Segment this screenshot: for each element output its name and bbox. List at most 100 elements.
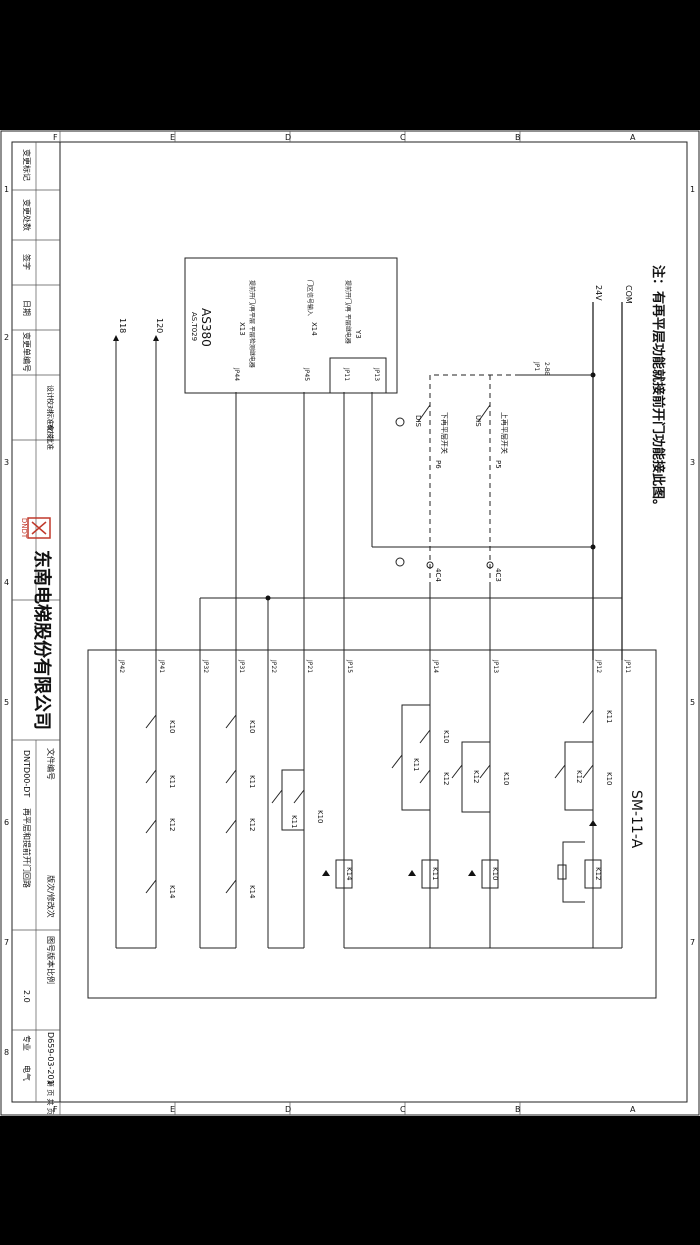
design-label: 设计 [46,385,55,399]
page-label: 第 页 共 页 [46,1080,55,1115]
doc-no: DNTD00-DT [22,750,31,797]
x13-desc: 提前开门/再平层 平层检测继电器 [248,280,256,368]
border-letter-c-bottom: C [400,1105,406,1114]
coil-k14 [335,859,353,889]
y3-desc: 提前开门/再 平层继电器 [344,280,352,344]
border-num-1-right: 1 [690,185,695,194]
down-switch-code: DIS [414,415,422,427]
border-num-3-right: 3 [690,458,695,467]
contact-k12-e: K12 [472,770,480,784]
rev-label: 版次/修改次 [46,875,56,918]
border-num-5: 5 [4,698,9,707]
contact-k10-d: K10 [442,730,450,744]
up-switch-code: UIS [474,415,482,427]
border-num-3: 3 [4,458,9,467]
border-letter-a: A [630,133,636,142]
output-terminals: 118 120 [113,318,164,341]
sign-label: 签字 [22,254,32,270]
jp41-label: JP41 [158,659,165,673]
company-logo-icon [27,517,51,539]
com-label: COM [624,285,633,304]
contact-k11-b: K11 [248,775,256,789]
down-switch-label: 下再平层开关 [440,412,449,454]
title-block: 变更标记 变更处数 签字 日期 变更单编号 设计 校对 标准化 审核 批准 DN… [12,142,61,1115]
border-letters: F E D C B A F E D C B A [53,131,636,1115]
p5-label: P5 [494,460,502,469]
jp11-label: JP11 [624,659,631,673]
coil-k12 [584,859,602,889]
jp21-label: JP21 [306,659,313,673]
company-name: 东南电梯股份有限公司 [31,550,53,730]
relay-coils: K14 K11 K10 K12 [322,820,602,903]
wiring [115,340,623,949]
contact-k10-a: K10 [168,720,176,734]
jp14-label: JP14 [432,659,439,673]
border-letter-f: F [53,133,58,142]
ce-label: 2-BE [543,362,550,376]
border-num-2: 2 [4,333,9,342]
relay-contacts: K10 K11 K12 K14 K10 K11 K12 K14 K10 K11 … [145,704,613,899]
approve-label: 批准 [46,436,55,450]
spec-value: 电气 [22,1065,32,1081]
x14-desc: 门区信号输入 [306,280,314,316]
fig-no-label: 图号 [46,936,55,952]
jp13-label: JP13 [492,659,499,673]
border-letter-d-bottom: D [285,1105,291,1114]
contact-k12-b: K12 [248,818,256,832]
note-text: 注：有再平层功能就接前开门功能接此图。 [650,265,666,512]
spec-label: 专业 [22,1035,32,1051]
border-num-5-right: 5 [690,698,695,707]
x13-label: X13 [238,322,246,336]
jp31-label: JP31 [238,659,245,673]
border-num-7: 7 [4,938,9,947]
border-numbers: 1 2 3 4 5 6 7 8 1 3 5 7 [4,185,695,1057]
up-switch [477,404,491,423]
border-letter-f-bottom: F [53,1105,58,1114]
contact-k11-c: K11 [290,815,298,829]
coil-k11 [421,859,439,889]
jp12-label: JP12 [595,659,602,673]
version-label: 版本 [46,952,56,968]
contact-k11-a: K11 [168,775,176,789]
coil-k12-label: K12 [594,867,602,881]
c3-label: 4C3 [494,568,502,582]
jp11a-label: JP11 [343,367,350,381]
sm-11-a-board: SM-11-A JP42 JP41 JP32 JP31 JP22 JP21 JP… [87,649,657,999]
review-label: 审核 [46,424,55,438]
jp1-label: JP1 [533,361,540,371]
border-num-8: 8 [4,1048,9,1057]
schematic-svg: F E D C B A F E D C B A 1 2 3 4 5 6 7 8 … [0,130,700,1116]
power-rails: COM 24V [372,285,633,660]
jp22-label: JP22 [270,659,277,673]
leveling-switches: JP1 2-BE 上再平层开关 UIS P5 下再平层开关 DIS P6 4C3… [395,361,550,585]
contact-k10-f: K10 [605,772,613,786]
outer-frame [0,130,700,1116]
contact-k14-a: K14 [168,885,176,899]
border-letter-e: E [170,133,175,142]
v24-label: 24V [594,285,603,301]
contact-k10-b: K10 [248,720,256,734]
t120-label: 120 [155,318,164,333]
jp13a-label: JP13 [373,367,380,381]
doc-no-label: 文件编号 [46,748,56,780]
contact-k11-d: K11 [412,758,420,772]
contact-k10-c: K10 [316,810,324,824]
coil-k10 [481,859,499,889]
border-letter-e-bottom: E [170,1105,175,1114]
version-value: 2.0 [22,990,31,1003]
jp42-label: JP42 [118,659,125,673]
jp45-label: JP45 [303,367,310,381]
as380-controller: AS380 AS.T029 X13 X14 Y3 提前开门/再平层 平层检测继电… [184,257,398,394]
border-letter-d: D [285,133,291,142]
border-num-4: 4 [4,578,9,587]
date-label: 日期 [22,300,31,316]
contact-k12-d: K12 [442,772,450,786]
jp32-label: JP32 [202,659,209,673]
scale-label: 比例 [46,968,56,984]
drawing-title: 再平层和提前开门回路 [22,808,32,888]
jp44-label: JP44 [233,367,240,381]
as380-sub: AS.T029 [190,312,198,341]
ground-icon [395,417,405,427]
jp15-label: JP15 [346,659,353,673]
change-no-label: 变更单编号 [22,332,32,372]
